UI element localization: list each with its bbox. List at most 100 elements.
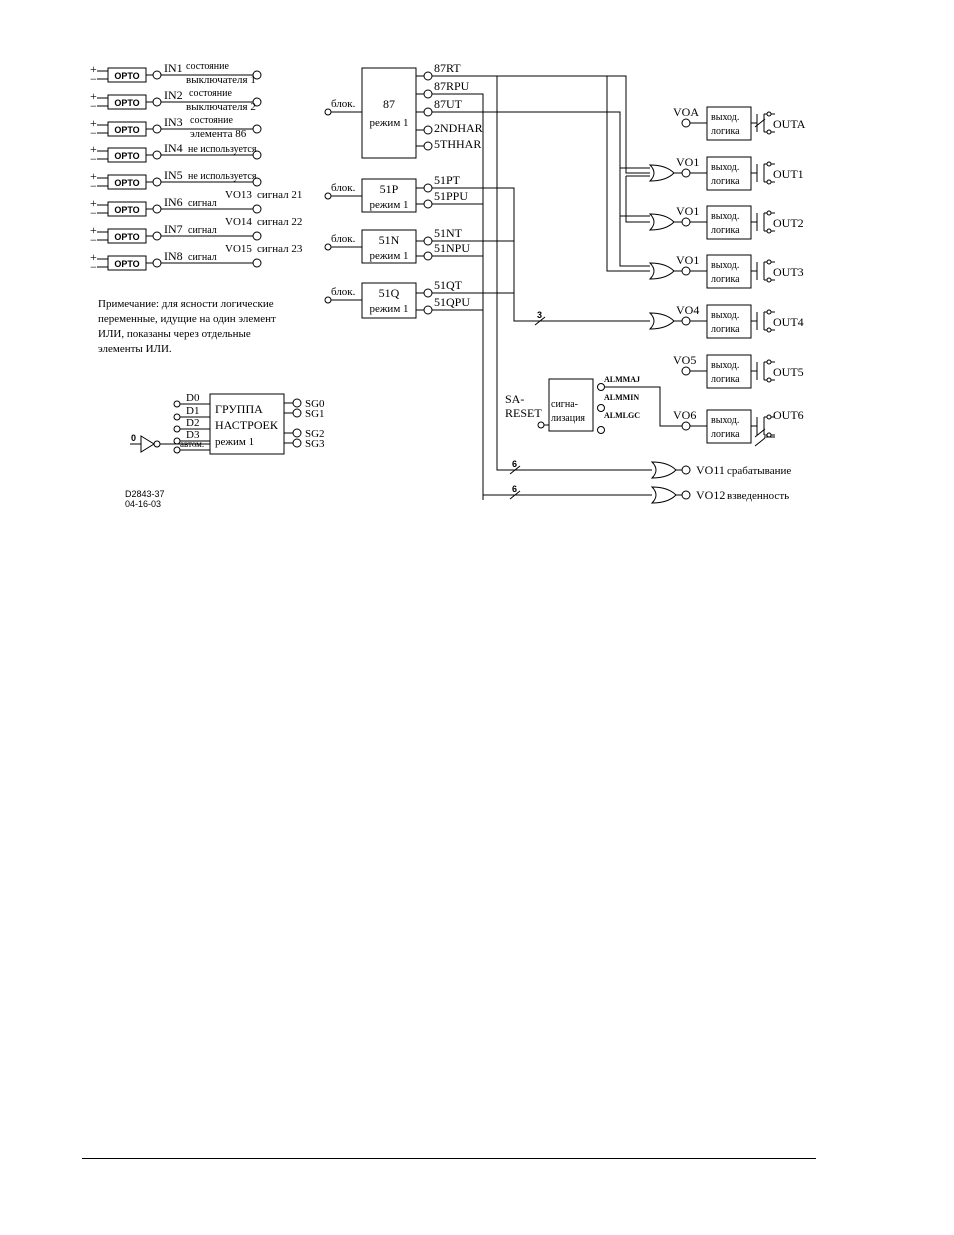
relay-output-label: OUT2 bbox=[773, 216, 804, 230]
alarm-output-label: ALMMIN bbox=[604, 393, 639, 402]
or-gate bbox=[648, 164, 675, 182]
setting-group-input-label: автом. bbox=[180, 439, 204, 449]
input-contact bbox=[152, 70, 162, 80]
virtual-output-pin bbox=[681, 217, 691, 227]
block-input-label: блок. bbox=[331, 233, 356, 245]
setting-group-output-label: SG1 bbox=[305, 408, 325, 420]
input-end-contact bbox=[252, 258, 262, 268]
block-input-label: блок. bbox=[331, 286, 356, 298]
block-output-label: 51QT bbox=[434, 278, 463, 292]
block-output-pin bbox=[423, 288, 433, 298]
opto-block bbox=[107, 255, 147, 271]
constant-input: 0 bbox=[131, 433, 136, 443]
input-desc: не используется bbox=[188, 144, 257, 155]
note-line: Примечание: для ясности логические bbox=[98, 298, 274, 310]
relay-output-label: OUT4 bbox=[773, 315, 804, 329]
virtual-output-name: VO13 bbox=[225, 189, 252, 201]
minus-sign: − bbox=[90, 152, 97, 166]
output-logic-label: выход. bbox=[711, 310, 739, 321]
output-logic-block bbox=[706, 254, 752, 289]
wire-87ut-b bbox=[619, 168, 650, 217]
opto-block bbox=[107, 147, 147, 163]
minus-sign: − bbox=[90, 179, 97, 193]
relay-terminal bbox=[766, 309, 772, 315]
bus-count: 3 bbox=[537, 310, 542, 320]
or-gate bbox=[648, 312, 675, 330]
protection-block-mode: режим 1 bbox=[369, 250, 408, 262]
output-logic-label: выход. bbox=[711, 415, 739, 426]
output-logic-label: логика bbox=[711, 126, 740, 137]
note-line: элементы ИЛИ. bbox=[98, 343, 172, 355]
output-logic-label: логика bbox=[711, 225, 740, 236]
alarm-reset-label: SA- bbox=[505, 392, 524, 406]
drawing-number: D2843-37 bbox=[125, 489, 165, 499]
setting-group-output-label: SG3 bbox=[305, 438, 325, 450]
virtual-output-name: VO6 bbox=[673, 408, 696, 422]
protection-block-87 bbox=[361, 67, 417, 159]
block-output-pin bbox=[423, 305, 433, 315]
block-input-pin bbox=[324, 243, 332, 251]
setting-group-input-pin bbox=[173, 446, 181, 454]
block-input-pin bbox=[324, 192, 332, 200]
virtual-output-name: VO14 bbox=[225, 216, 252, 228]
wiring bbox=[97, 70, 775, 500]
wire-87ut-c bbox=[619, 216, 650, 267]
relay-output-label: OUT3 bbox=[773, 265, 804, 279]
alarm-output-pin bbox=[597, 404, 605, 412]
alarm-reset-label: RESET bbox=[505, 406, 542, 420]
block-output-pin bbox=[423, 89, 433, 99]
input-end-contact bbox=[252, 97, 262, 107]
virtual-output-pin bbox=[681, 366, 691, 376]
minus-sign: − bbox=[90, 206, 97, 220]
virtual-output-name: VO1 bbox=[676, 253, 699, 267]
bus-slash-6 bbox=[509, 465, 521, 475]
setting-group-output-label: SG0 bbox=[305, 398, 325, 410]
alarm-name: сигна- bbox=[551, 399, 578, 410]
relay-terminal bbox=[766, 179, 772, 185]
wire-87rt-c bbox=[625, 176, 650, 223]
input-desc: состояние bbox=[186, 61, 229, 72]
block-output-label: 51QPU bbox=[434, 295, 470, 309]
wire-51qt bbox=[432, 292, 650, 322]
input-contact bbox=[152, 150, 162, 160]
opto-block bbox=[107, 67, 147, 83]
protection-block-mode: режим 1 bbox=[369, 303, 408, 315]
block-output-pin bbox=[423, 199, 433, 209]
input-end-contact bbox=[252, 177, 262, 187]
opto-label: OPTO bbox=[114, 178, 139, 188]
input-end-contact bbox=[252, 231, 262, 241]
input-end-contact bbox=[252, 204, 262, 214]
opto-label: OPTO bbox=[114, 125, 139, 135]
note-line: ИЛИ, показаны через отдельные bbox=[98, 328, 251, 340]
setting-group-input-label: D2 bbox=[186, 417, 199, 429]
plus-sign: + bbox=[90, 142, 97, 156]
plus-sign: + bbox=[90, 116, 97, 130]
block-output-pin bbox=[423, 251, 433, 261]
opto-block bbox=[107, 228, 147, 244]
virtual-output-pin bbox=[681, 266, 691, 276]
or-gate-final bbox=[650, 486, 677, 504]
final-output-pin bbox=[681, 490, 691, 500]
alarm-output-pin bbox=[597, 383, 605, 391]
setting-group-input-pin bbox=[173, 413, 181, 421]
output-logic-label: выход. bbox=[711, 162, 739, 173]
block-output-label: 2NDHAR bbox=[434, 121, 483, 135]
note-line: переменные, идущие на один элемент bbox=[98, 313, 276, 325]
output-logic-block bbox=[706, 106, 752, 141]
output-logic-label: логика bbox=[711, 324, 740, 335]
wire-87ut bbox=[432, 111, 650, 169]
relay-terminal bbox=[766, 259, 772, 265]
input-desc: сигнал bbox=[188, 225, 217, 236]
or-gate bbox=[648, 213, 675, 231]
plus-sign: + bbox=[90, 89, 97, 103]
plus-sign: + bbox=[90, 62, 97, 76]
alarm-output-label: ALMMAJ bbox=[604, 375, 640, 384]
input-contact bbox=[152, 97, 162, 107]
setting-group-output-pin bbox=[292, 438, 302, 448]
relay-terminal bbox=[766, 111, 772, 117]
relay-nc-slash bbox=[754, 118, 766, 128]
plus-sign: + bbox=[90, 223, 97, 237]
virtual-output-desc: сигнал 22 bbox=[257, 216, 302, 228]
virtual-output-name: VOA bbox=[673, 105, 699, 119]
